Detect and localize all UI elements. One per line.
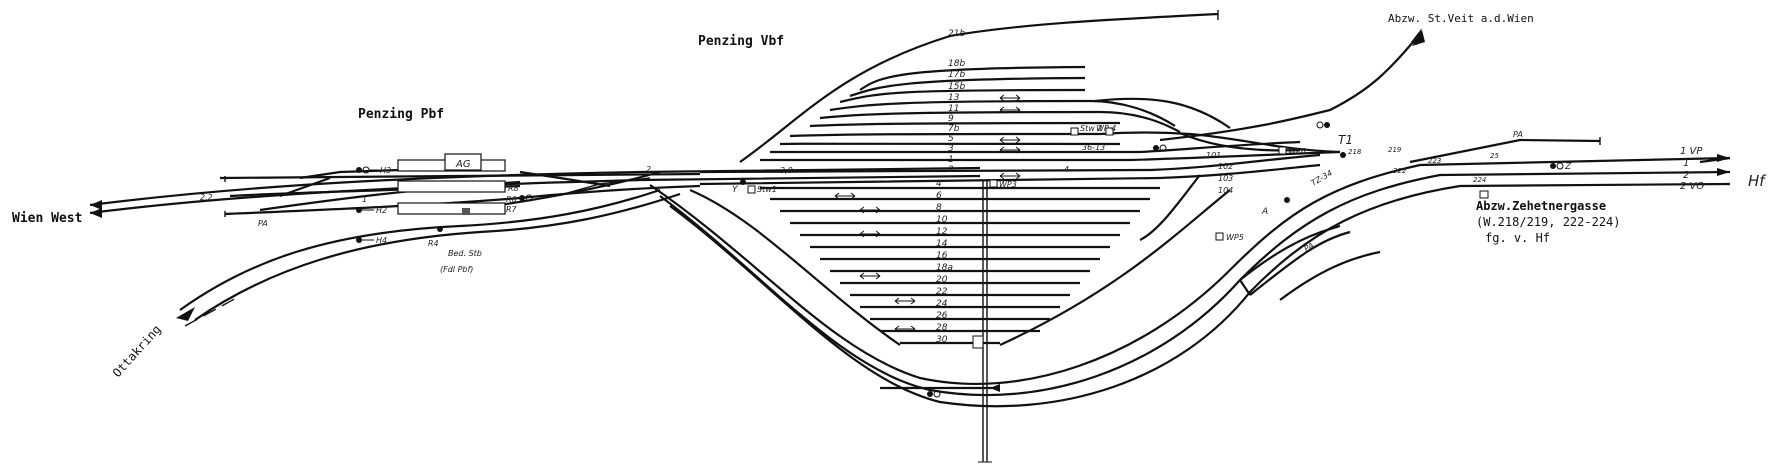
signal-label-r4: R4 — [428, 239, 439, 248]
post-label-wp5: WP5 — [1226, 233, 1244, 242]
mark-224: 224 — [1473, 176, 1486, 184]
mark-102: 102 — [1218, 162, 1233, 171]
signal-symbols — [356, 121, 1564, 398]
track-number-2: 2 — [948, 165, 954, 175]
vbf-middle — [699, 153, 1321, 186]
line-track-2vo: 2 VO — [1680, 181, 1704, 192]
signal-label-tz34: TZ-34 — [1310, 168, 1334, 187]
shunt-arrows — [834, 94, 1021, 333]
mark-101: 101 — [1206, 151, 1221, 160]
signal-label-r7: R7 — [506, 205, 518, 214]
mark-222: 222 — [1393, 167, 1407, 175]
west-tracks — [89, 166, 981, 217]
post-label-wp4: WP 4 — [1096, 124, 1116, 133]
track-number-9: 9 — [948, 114, 954, 124]
mark-4: 4 — [1064, 165, 1069, 174]
track-number-21b: 21b — [948, 29, 965, 39]
mark-2-2: 2,2 — [200, 193, 213, 202]
track-number-12: 12 — [936, 227, 948, 237]
track-number-18a: 18a — [936, 263, 953, 273]
loop-tracks — [90, 137, 1731, 408]
signal-label-r8: R8 — [508, 184, 519, 193]
track-number-6: 6 — [936, 191, 942, 201]
mark-1: 1 — [362, 195, 367, 204]
signal-label-y: Y — [732, 185, 739, 195]
st-veit-branch — [1159, 28, 1425, 142]
mark-2: 2 — [646, 165, 651, 174]
track-number-15b: 15b — [948, 82, 965, 92]
track-number-28: 28 — [936, 323, 948, 333]
mark-25: 25 — [1490, 152, 1499, 160]
station-label-st-veit: Abzw. St.Veit a.d.Wien — [1388, 12, 1534, 25]
vbf-upper-fan — [739, 10, 1341, 163]
track-number-5: 5 — [948, 134, 954, 144]
post-label-wp6: WP6 — [1288, 147, 1306, 156]
station-label-vbf: Penzing Vbf — [698, 34, 784, 49]
vbf-lower-fan — [689, 174, 1231, 346]
track-number-18b: 18b — [948, 59, 965, 69]
track-number-4: 4 — [936, 179, 942, 189]
post-label-fdl: (Fdl Pbf) — [440, 265, 473, 274]
track-number-11: 11 — [948, 104, 959, 114]
mark-3-0: 3,0 — [780, 166, 793, 175]
track-number-30: 30 — [936, 335, 948, 345]
signal-label-h4: H4 — [376, 236, 387, 245]
signal-label-z: Z — [1564, 162, 1572, 172]
mark-218: 218 — [1348, 148, 1362, 156]
track-number-26: 26 — [936, 311, 948, 321]
line-track-1vp: 1 VP — [1680, 146, 1703, 157]
track-number-20: 20 — [936, 275, 948, 285]
post-label-stw2: Stw 2 — [1080, 124, 1102, 133]
line-track-1: 1 — [1683, 158, 1689, 169]
track-number-16: 16 — [936, 251, 948, 261]
signal-label-a: A — [1261, 207, 1268, 217]
ottakring-line — [176, 188, 681, 327]
signal-label-h2: H2 — [376, 206, 387, 215]
track-number-24: 24 — [936, 299, 948, 309]
station-label-zehetner: Abzw.Zehetnergasse — [1476, 199, 1606, 213]
line-track-2: 2 — [1683, 170, 1689, 181]
track-number-7b: 7b — [948, 124, 960, 134]
track-number-10: 10 — [936, 215, 948, 225]
station-label-wien-west: Wien West — [12, 211, 82, 226]
mark-223: 223 — [1428, 157, 1441, 165]
signal-label-r6: R6 — [506, 195, 517, 204]
track-number-1: 1 — [948, 155, 954, 165]
post-label-wp3: WP3 — [999, 180, 1017, 189]
station-label-pbf: Penzing Pbf — [358, 107, 444, 122]
mark-pa-east: PA — [1513, 130, 1523, 139]
post-label-stellw: Bed. Stb — [448, 249, 482, 258]
zehetner-note-2: fg. v. Hf — [1485, 231, 1550, 245]
track-number-8: 8 — [936, 203, 942, 213]
ag-building — [444, 153, 482, 171]
mark-104: 104 — [1218, 186, 1233, 195]
mark-pa-south: PA — [1303, 241, 1316, 254]
mark-219: 219 — [1388, 146, 1402, 154]
track-number-14: 14 — [936, 239, 948, 249]
signal-gantry — [978, 180, 992, 463]
track-number-22: 22 — [936, 287, 948, 297]
post-label-stw1: Stw1 — [757, 185, 777, 194]
station-label-hf: Hf — [1748, 172, 1767, 190]
signal-label-t1: T1 — [1338, 133, 1353, 147]
track-number-13: 13 — [948, 93, 960, 103]
station-label-ottakring: Ottakring — [110, 322, 164, 380]
mark-103: 103 — [1218, 174, 1233, 183]
track-number-3: 3 — [948, 144, 954, 154]
track-number-17b: 17b — [948, 70, 965, 80]
ag-label: AG — [455, 159, 471, 170]
signal-label-36-13: 36-13 — [1082, 143, 1105, 152]
zehetner-note-1: (W.218/219, 222-224) — [1476, 215, 1621, 229]
signal-label-h3: H3 — [380, 166, 391, 175]
mark-pa-west: PA — [258, 219, 268, 228]
